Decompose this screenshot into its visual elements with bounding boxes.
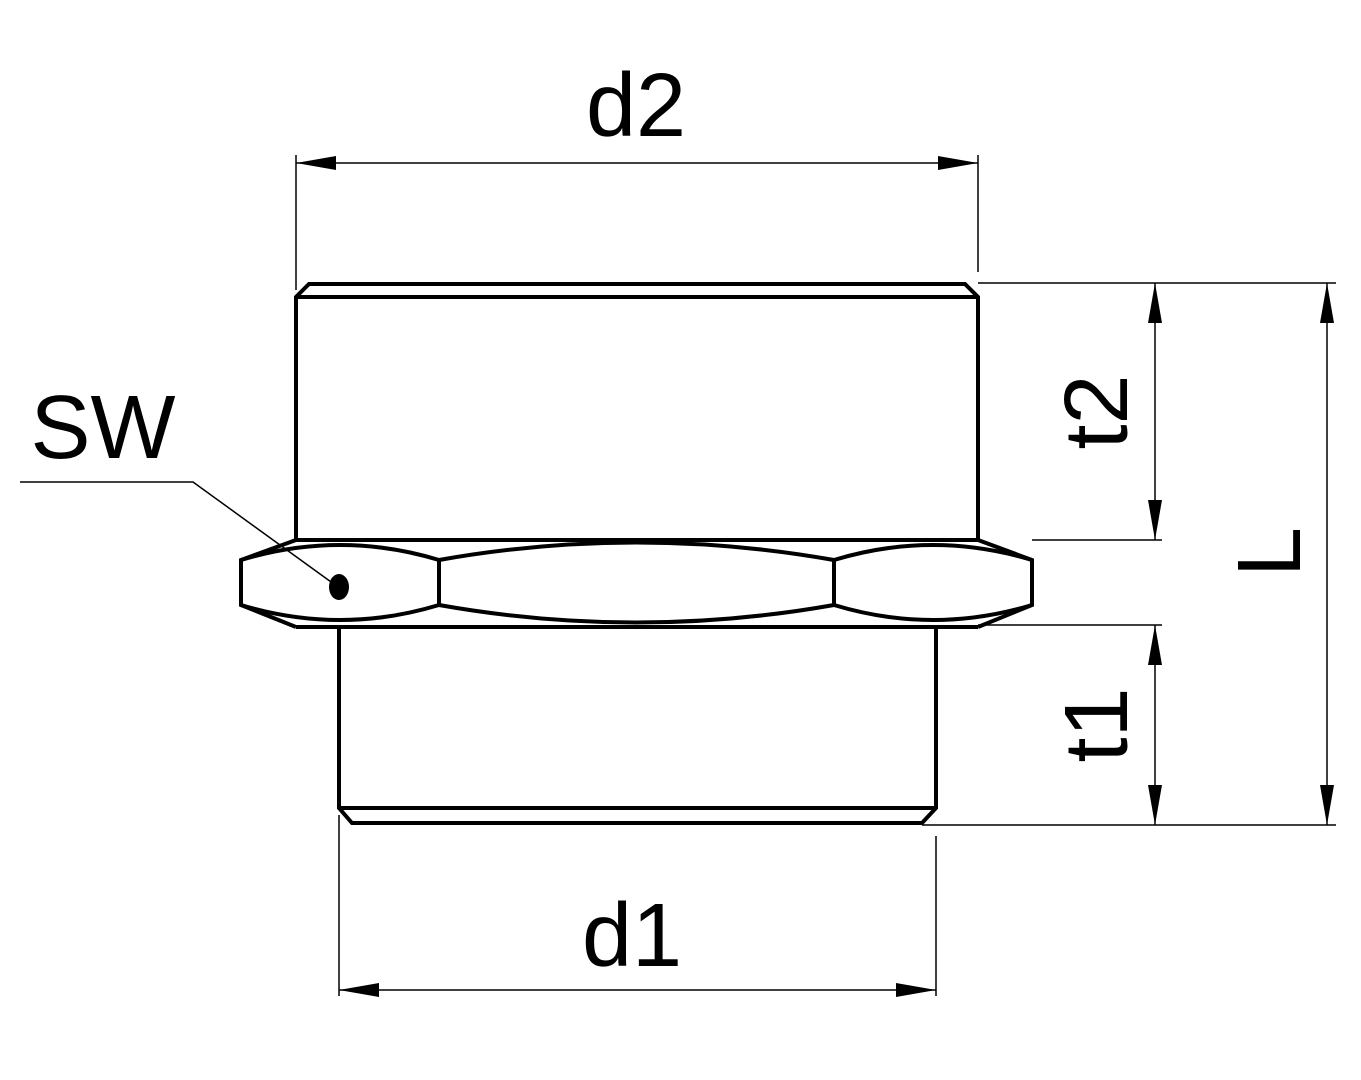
upper-body [294,282,980,540]
sw-leader [20,481,349,600]
label-t1: t1 [1047,687,1147,762]
label-t2: t2 [1047,374,1147,449]
label-d1: d1 [582,886,682,986]
label-d2: d2 [586,56,686,156]
label-L: L [1220,527,1320,577]
hex-nut [239,538,1034,629]
dimension-lines [296,156,1334,997]
extension-lines [295,155,1336,996]
lower-body [337,627,938,825]
label-sw: SW [31,378,176,478]
